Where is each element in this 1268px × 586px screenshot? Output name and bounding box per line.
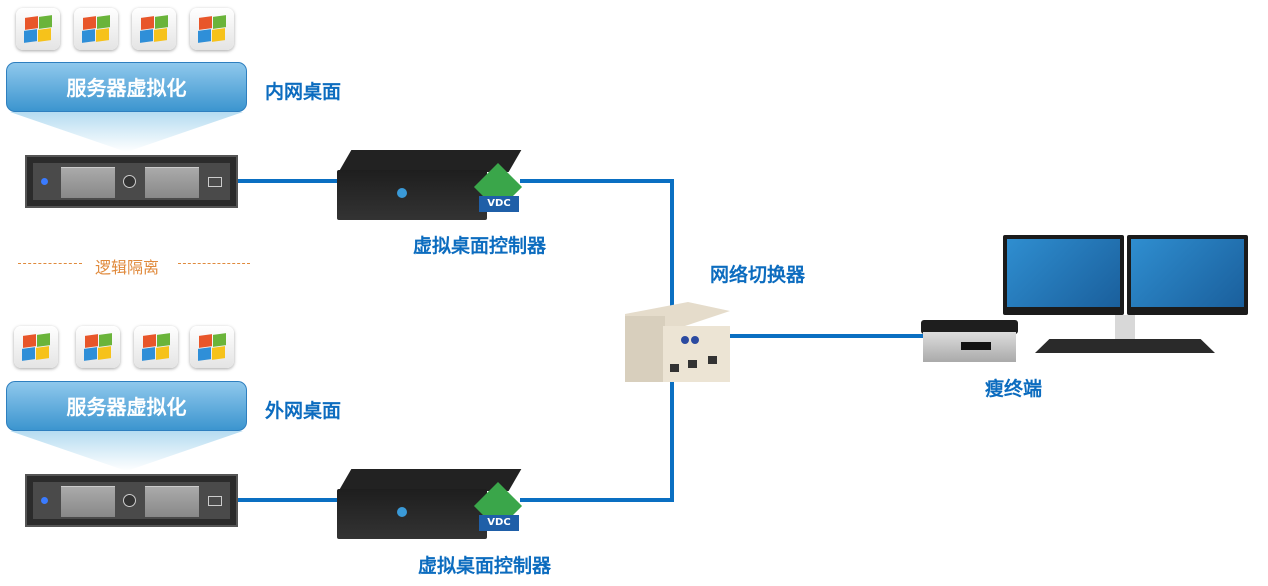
desktop-controller-label: 虚拟桌面控制器 [418, 555, 552, 577]
extranet-desktop-label: 外网桌面 [265, 400, 342, 422]
desktop-controller-device: VDC [337, 150, 523, 222]
thin-client-label: 瘦终端 [985, 378, 1043, 400]
windows-icon [134, 326, 178, 368]
separator-dash [178, 263, 250, 264]
separator-dash [18, 263, 82, 264]
vdc-badge: VDC [473, 481, 523, 541]
desktop-controller-device: VDC [337, 469, 523, 541]
connection-line [730, 334, 924, 338]
connection-line [238, 498, 338, 502]
windows-icon [76, 326, 120, 368]
windows-icon [190, 8, 234, 50]
network-switch-device [625, 302, 730, 382]
windows-icon [16, 8, 60, 50]
server-virtualization-banner: 服务器虚拟化 [6, 381, 247, 431]
intranet-desktop-label: 内网桌面 [265, 81, 342, 103]
server-icon [25, 474, 238, 527]
connection-line [520, 179, 674, 183]
vdc-badge: VDC [473, 162, 523, 222]
virtualization-beam [10, 112, 243, 152]
server-icon [25, 155, 238, 208]
desktop-controller-label: 虚拟桌面控制器 [413, 235, 547, 257]
logical-isolation-label: 逻辑隔离 [95, 258, 160, 277]
windows-icon [14, 326, 58, 368]
connection-line [520, 498, 674, 502]
windows-icon [190, 326, 234, 368]
server-virtualization-banner: 服务器虚拟化 [6, 62, 247, 112]
thin-client-device [921, 320, 1018, 364]
connection-line [238, 179, 338, 183]
network-switch-label: 网络切换器 [710, 264, 806, 286]
windows-icon [74, 8, 118, 50]
dual-monitor [1003, 235, 1248, 357]
virtualization-beam [10, 431, 243, 471]
windows-icon [132, 8, 176, 50]
